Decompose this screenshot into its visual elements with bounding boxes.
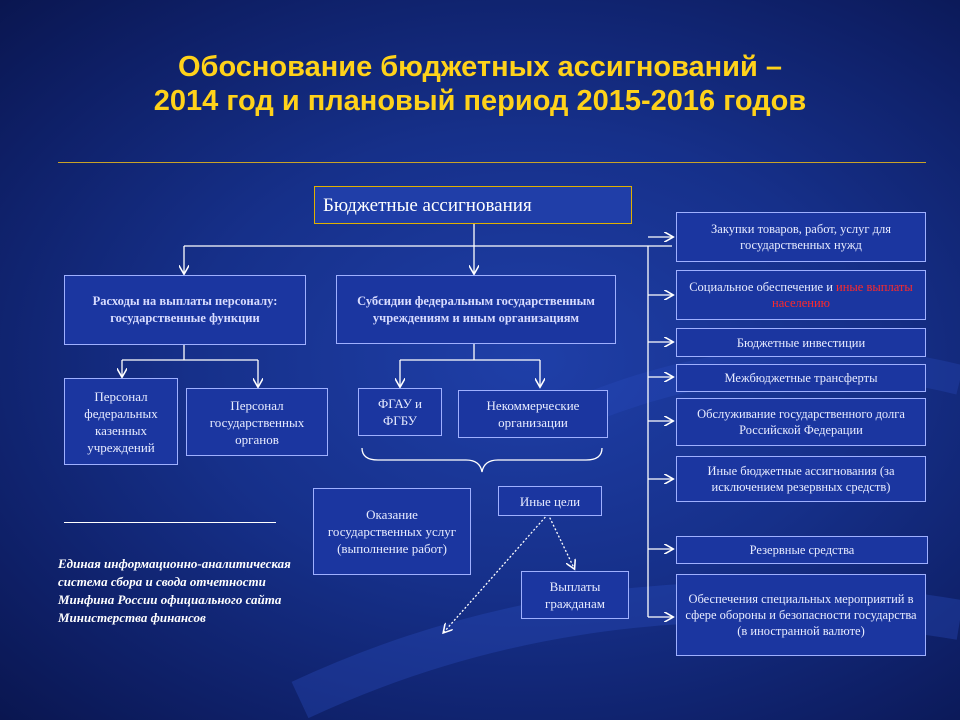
budget-allocations-box: Бюджетные ассигнования (314, 186, 632, 224)
federal-institutions-personnel-box: Персонал федеральных казенных учреждений (64, 378, 178, 465)
fgau-fgbu-box: ФГАУ и ФГБУ (358, 388, 442, 436)
title-divider (58, 162, 926, 163)
title-line-2: 2014 год и плановый период 2015-2016 год… (153, 85, 807, 117)
state-bodies-personnel-box: Персонал государственных органов (186, 388, 328, 456)
social-security-box: Социальное обеспечение и иные выплаты на… (676, 270, 926, 320)
defense-security-box: Обеспечения специальных мероприятий в сф… (676, 574, 926, 656)
interbudget-transfers-box: Межбюджетные трансферты (676, 364, 926, 392)
citizen-payments-box: Выплаты гражданам (521, 571, 629, 619)
personnel-expenses-box: Расходы на выплаты персоналу: государств… (64, 275, 306, 345)
public-services-box: Оказание государственных услуг (выполнен… (313, 488, 471, 575)
footnote: Единая информационно-аналитическая систе… (58, 556, 291, 625)
purchases-box: Закупки товаров, работ, услуг для госуда… (676, 212, 926, 262)
page-title: Обоснование бюджетных ассигнований – 201… (0, 50, 960, 118)
social-security-text: Социальное обеспечение и (689, 280, 837, 294)
social-security-highlight: иные выплаты населению (772, 280, 913, 310)
other-goals-box: Иные цели (498, 486, 602, 516)
title-line-1: Обоснование бюджетных ассигнований – (177, 51, 782, 83)
subsidies-box: Субсидии федеральным государственным учр… (336, 275, 616, 344)
other-allocations-box: Иные бюджетные ассигнования (за исключен… (676, 456, 926, 502)
debt-service-box: Обслуживание государственного долга Росс… (676, 398, 926, 446)
footnote-divider (64, 522, 276, 523)
reserve-funds-box: Резервные средства (676, 536, 928, 564)
budget-investments-box: Бюджетные инвестиции (676, 328, 926, 357)
nonprofit-organizations-box: Некоммерческие организации (458, 390, 608, 438)
